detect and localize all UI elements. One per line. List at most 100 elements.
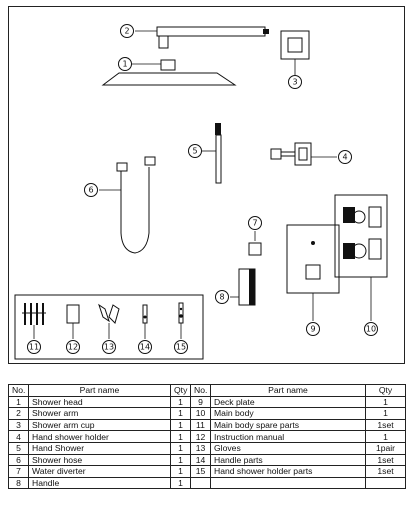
screws-illustration bbox=[22, 303, 46, 339]
cell-part-name: Instruction manual bbox=[211, 431, 366, 443]
hand-shower-illustration bbox=[202, 123, 221, 183]
cell-no: 5 bbox=[9, 442, 29, 454]
cell-qty: 1 bbox=[171, 477, 191, 489]
callout-10: 10 bbox=[365, 323, 378, 336]
main-body-illustration bbox=[335, 195, 387, 321]
cell-no: 3 bbox=[9, 419, 29, 431]
table-row: 1 Shower head 1 9 Deck plate 1 bbox=[9, 396, 406, 408]
svg-text:2: 2 bbox=[124, 27, 129, 36]
cell-part-name: Deck plate bbox=[211, 396, 366, 408]
callout-3: 3 bbox=[289, 76, 302, 89]
callout-13: 13 bbox=[103, 341, 116, 354]
cell-qty: 1 bbox=[171, 431, 191, 443]
svg-text:9: 9 bbox=[310, 325, 315, 334]
cell-part-name: Main body bbox=[211, 408, 366, 420]
shower-hose-illustration bbox=[99, 157, 155, 253]
cell-part-name: Shower head bbox=[29, 396, 171, 408]
table-row: 2 Shower arm 1 10 Main body 1 bbox=[9, 408, 406, 420]
callout-8: 8 bbox=[216, 291, 229, 304]
cell-qty: 1pair bbox=[366, 442, 406, 454]
hand-shower-holder-illustration bbox=[271, 143, 337, 165]
svg-text:12: 12 bbox=[68, 343, 78, 352]
handle-parts-illustration bbox=[143, 305, 147, 339]
svg-text:11: 11 bbox=[29, 343, 39, 352]
header-no-right: No. bbox=[191, 385, 211, 397]
cell-no: 12 bbox=[191, 431, 211, 443]
cell-no: 6 bbox=[9, 454, 29, 466]
header-no-left: No. bbox=[9, 385, 29, 397]
svg-text:3: 3 bbox=[292, 78, 297, 87]
svg-text:10: 10 bbox=[366, 325, 376, 334]
cell-no: 13 bbox=[191, 442, 211, 454]
cell-part-name: Handle bbox=[29, 477, 171, 489]
cell-qty: 1 bbox=[366, 396, 406, 408]
gloves-illustration bbox=[99, 305, 119, 339]
table-row: 5 Hand Shower 1 13 Gloves 1pair bbox=[9, 442, 406, 454]
svg-text:7: 7 bbox=[252, 219, 257, 228]
parts-table: No. Part name Qty No. Part name Qty 1 Sh… bbox=[8, 384, 406, 489]
cell-qty: 1set bbox=[366, 466, 406, 478]
callout-12: 12 bbox=[67, 341, 80, 354]
cell-part-name: Hand shower holder bbox=[29, 431, 171, 443]
callout-14: 14 bbox=[139, 341, 152, 354]
svg-text:15: 15 bbox=[176, 343, 186, 352]
cell-no: 8 bbox=[9, 477, 29, 489]
cell-no: 10 bbox=[191, 408, 211, 420]
cell-part-name: Shower arm bbox=[29, 408, 171, 420]
cell-part-name: Gloves bbox=[211, 442, 366, 454]
cell-qty: 1 bbox=[366, 408, 406, 420]
table-row: 6 Shower hose 1 14 Handle parts 1set bbox=[9, 454, 406, 466]
callout-11: 11 bbox=[28, 341, 41, 354]
cell-qty: 1 bbox=[171, 454, 191, 466]
cell-qty: 1 bbox=[171, 442, 191, 454]
cell-no: 7 bbox=[9, 466, 29, 478]
callout-7: 7 bbox=[249, 217, 262, 230]
svg-text:4: 4 bbox=[342, 153, 347, 162]
svg-text:13: 13 bbox=[104, 343, 114, 352]
cell-no: 15 bbox=[191, 466, 211, 478]
table-row: 8 Handle 1 bbox=[9, 477, 406, 489]
deck-plate-illustration bbox=[287, 225, 339, 321]
cell-part-name: Shower arm cup bbox=[29, 419, 171, 431]
cell-qty: 1 bbox=[171, 466, 191, 478]
cell-part-name: Water diverter bbox=[29, 466, 171, 478]
handle-illustration bbox=[230, 269, 255, 305]
shower-arm-cup-illustration bbox=[281, 31, 309, 75]
header-qty-left: Qty bbox=[171, 385, 191, 397]
cell-no: 4 bbox=[9, 431, 29, 443]
cell-no: 1 bbox=[9, 396, 29, 408]
svg-text:5: 5 bbox=[192, 147, 197, 156]
cell-part-name: Hand shower holder parts bbox=[211, 466, 366, 478]
header-qty-right: Qty bbox=[366, 385, 406, 397]
cell-qty: 1 bbox=[171, 419, 191, 431]
callout-1: 1 bbox=[119, 58, 132, 71]
parts-illustration: 1 2 3 4 5 6 7 8 9 10 11 12 13 14 15 bbox=[9, 7, 404, 363]
cell-no: 14 bbox=[191, 454, 211, 466]
water-diverter-illustration bbox=[249, 231, 261, 255]
callout-2: 2 bbox=[121, 25, 134, 38]
cell-part-name bbox=[211, 477, 366, 489]
table-row: 4 Hand shower holder 1 12 Instruction ma… bbox=[9, 431, 406, 443]
callout-5: 5 bbox=[189, 145, 202, 158]
cell-no: 9 bbox=[191, 396, 211, 408]
cell-part-name: Main body spare parts bbox=[211, 419, 366, 431]
cell-no: 2 bbox=[9, 408, 29, 420]
shower-arm-illustration bbox=[135, 27, 269, 48]
cell-qty: 1 bbox=[171, 408, 191, 420]
parts-diagram: 1 2 3 4 5 6 7 8 9 10 11 12 13 14 15 bbox=[8, 6, 405, 364]
cell-no bbox=[191, 477, 211, 489]
callout-6: 6 bbox=[85, 184, 98, 197]
callout-4: 4 bbox=[339, 151, 352, 164]
svg-text:1: 1 bbox=[122, 60, 127, 69]
cell-qty: 1set bbox=[366, 454, 406, 466]
manual-illustration bbox=[67, 305, 79, 323]
cell-no: 11 bbox=[191, 419, 211, 431]
cell-part-name: Hand Shower bbox=[29, 442, 171, 454]
cell-qty: 1 bbox=[171, 396, 191, 408]
svg-text:8: 8 bbox=[219, 293, 224, 302]
header-part-name-right: Part name bbox=[211, 385, 366, 397]
table-row: 3 Shower arm cup 1 11 Main body spare pa… bbox=[9, 419, 406, 431]
table-header-row: No. Part name Qty No. Part name Qty bbox=[9, 385, 406, 397]
cell-qty bbox=[366, 477, 406, 489]
callout-15: 15 bbox=[175, 341, 188, 354]
